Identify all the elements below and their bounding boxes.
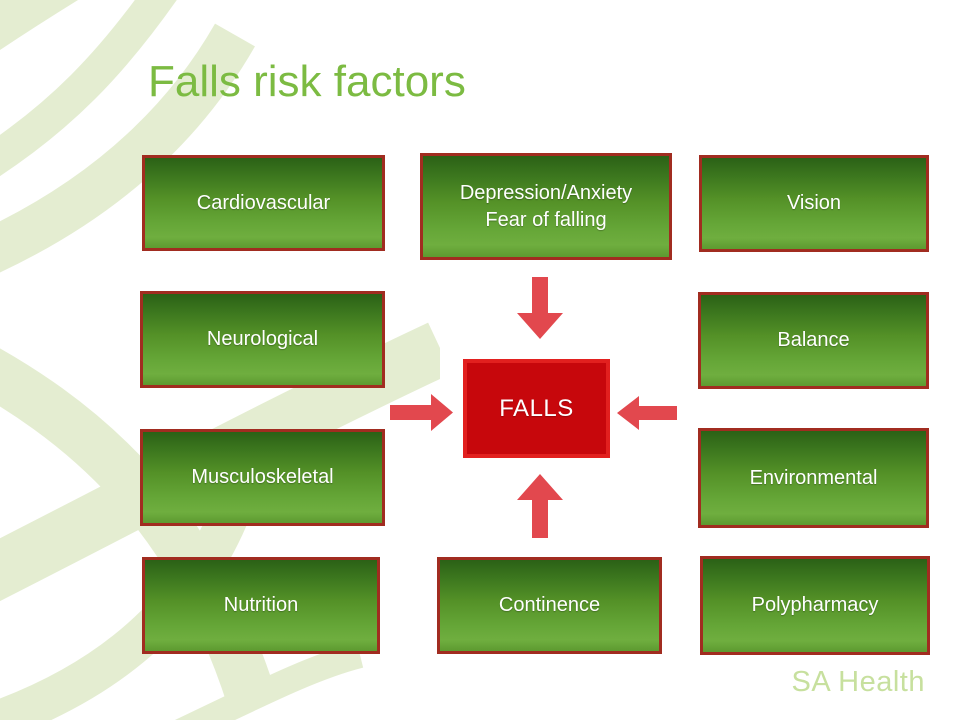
factor-box-nutrition: Nutrition	[142, 557, 380, 654]
factor-label: Vision	[786, 192, 842, 214]
arrow-right-icon	[617, 396, 677, 430]
falls-center-box: FALLS	[463, 359, 610, 458]
factor-box-polypharmacy: Polypharmacy	[700, 556, 930, 655]
factor-box-depression-anxiety: Depression/Anxiety Fear of falling	[420, 153, 672, 260]
factor-box-vision: Vision	[699, 155, 929, 252]
factor-label: Musculoskeletal	[191, 466, 334, 488]
slide-title: Falls risk factors	[148, 57, 466, 106]
factor-label: Polypharmacy	[751, 594, 879, 616]
factor-label: Neurological	[206, 328, 319, 350]
sa-health-logo: SA Health	[791, 666, 925, 698]
factor-label: Depression/Anxiety Fear of falling	[459, 181, 633, 231]
arrow-bottom-icon	[517, 474, 563, 538]
arrow-top-icon	[517, 277, 563, 339]
factor-label: Balance	[777, 329, 850, 351]
factor-box-cardiovascular: Cardiovascular	[142, 155, 385, 251]
factor-label: Cardiovascular	[196, 191, 331, 214]
factor-box-balance: Balance	[698, 292, 929, 389]
falls-label: FALLS	[499, 394, 574, 422]
factor-label: Environmental	[749, 466, 878, 489]
factor-box-continence: Continence	[437, 557, 662, 654]
factor-label: Continence	[498, 594, 601, 616]
arrow-left-icon	[390, 394, 453, 431]
factor-box-environmental: Environmental	[698, 428, 929, 528]
factor-box-musculoskeletal: Musculoskeletal	[140, 429, 385, 526]
factor-box-neurological: Neurological	[140, 291, 385, 388]
factor-label: Nutrition	[223, 594, 299, 616]
